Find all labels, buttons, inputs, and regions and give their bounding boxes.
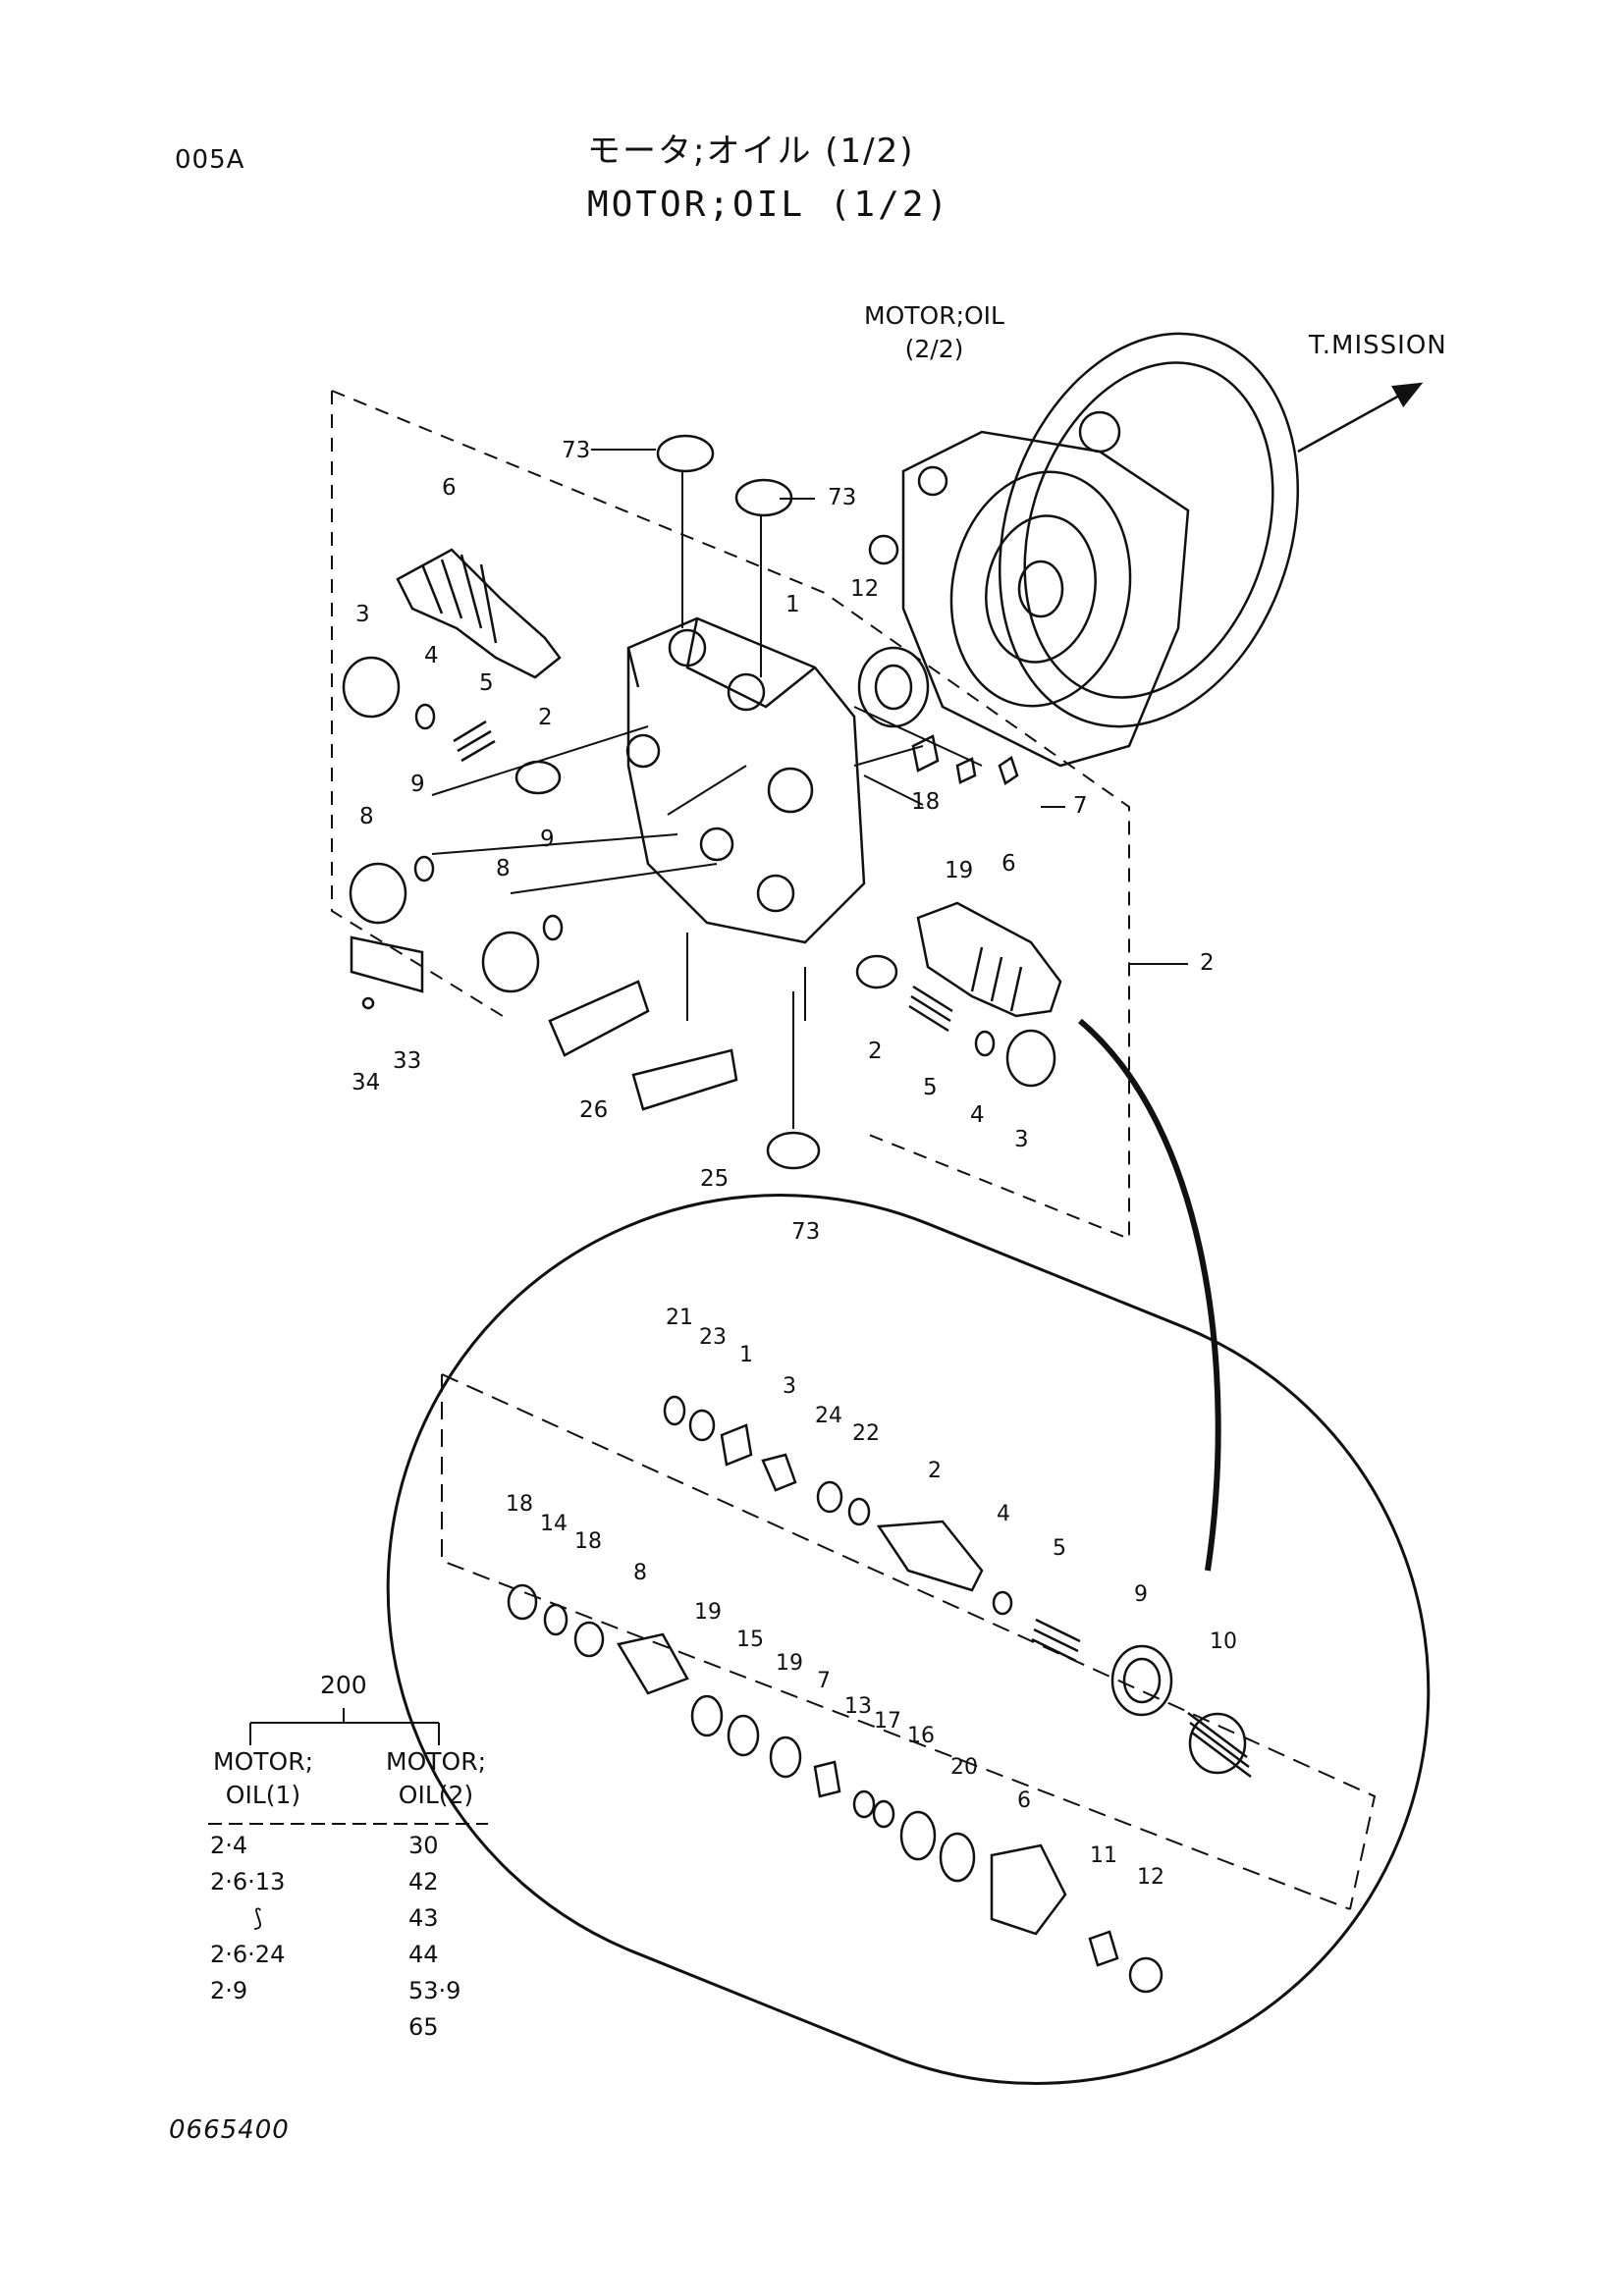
detail-parts — [507, 1395, 1252, 1994]
callout-73-bottom: 73 — [791, 1219, 821, 1245]
callout-19-pin: 19 — [945, 858, 974, 883]
detail-callout-13: 13 — [844, 1694, 872, 1719]
detail-callout-15: 15 — [736, 1628, 764, 1652]
callout-5-bottom: 5 — [923, 1075, 938, 1100]
callout-8-left: 8 — [359, 804, 374, 829]
detail-callout-1: 1 — [739, 1343, 753, 1367]
detail-callout-3: 3 — [783, 1374, 796, 1399]
table-col2-header: MOTOR; OIL(2) — [381, 1745, 491, 1812]
table-col1-header-line1: MOTOR; — [213, 1747, 313, 1776]
detail-callout-22: 22 — [852, 1421, 880, 1446]
drawing-number: 0665400 — [169, 2115, 290, 2145]
detail-callout-24: 24 — [815, 1404, 842, 1428]
relief-valve-bottom — [916, 901, 1062, 1018]
table-cell: 43 — [408, 1904, 439, 1932]
reference-line-1: MOTOR;OIL — [864, 301, 1004, 330]
table-cell: 2·6·24 — [210, 1941, 286, 1968]
motor-housing — [868, 332, 1300, 768]
detail-callout-11: 11 — [1090, 1843, 1117, 1868]
detail-callout-14: 14 — [540, 1512, 568, 1536]
detail-callout-18-left: 18 — [506, 1492, 533, 1517]
detail-callout-10: 10 — [1210, 1629, 1237, 1654]
table-cell: 30 — [408, 1832, 439, 1859]
callout-4-bottom: 4 — [970, 1102, 985, 1128]
detail-callout-21: 21 — [666, 1306, 693, 1330]
detail-view-frame — [386, 1194, 1431, 2085]
table-cell: 65 — [408, 2013, 439, 2041]
table-cell: 2·4 — [210, 1832, 248, 1859]
callout-2-bottom: 2 — [868, 1039, 883, 1064]
detail-callout-7: 7 — [817, 1669, 831, 1693]
page-code: 005A — [175, 145, 245, 175]
table-cell: 53·9 — [408, 1977, 461, 2004]
table-col2-header-line1: MOTOR; — [386, 1747, 486, 1776]
detail-callout-6: 6 — [1017, 1789, 1031, 1813]
reference-line-2: (2/2) — [904, 335, 964, 363]
detail-callout-19-right: 19 — [776, 1651, 803, 1676]
callout-6-bottom: 6 — [1001, 851, 1016, 877]
title-japanese: モータ;オイル (1/2) — [587, 132, 915, 171]
detail-callout-4: 4 — [997, 1502, 1010, 1526]
table-col1-header-line2: OIL(1) — [225, 1781, 301, 1809]
callout-73-top-right: 73 — [828, 485, 857, 510]
detail-callout-23: 23 — [699, 1325, 727, 1350]
detail-callout-5: 5 — [1053, 1536, 1066, 1561]
title-english: MOTOR;OIL (1/2) — [587, 185, 951, 225]
table-col2-header-line2: OIL(2) — [398, 1781, 474, 1809]
table-cell: 44 — [408, 1941, 439, 1968]
callout-12-bearing: 12 — [850, 576, 880, 602]
callout-9-left: 9 — [410, 772, 425, 797]
direction-label: T.MISSION — [1309, 331, 1447, 360]
detail-callout-20: 20 — [950, 1755, 978, 1780]
callout-2-assembly: 2 — [1200, 950, 1215, 976]
detail-callout-9: 9 — [1134, 1582, 1148, 1607]
callout-25-bolt: 25 — [700, 1166, 730, 1192]
valve-block-body — [625, 616, 866, 944]
detail-callout-18-right: 18 — [574, 1529, 602, 1554]
callout-6-top: 6 — [442, 475, 457, 501]
small-parts — [342, 434, 1056, 1170]
table-cell: ⟆ — [253, 1904, 263, 1932]
callout-3-top: 3 — [355, 602, 370, 627]
callout-4-top: 4 — [424, 643, 439, 668]
table-cell: 2·9 — [210, 1977, 248, 2004]
callout-5-top: 5 — [479, 670, 494, 696]
detail-callout-8: 8 — [633, 1561, 647, 1585]
table-cell: 2·6·13 — [210, 1868, 286, 1896]
callout-33-plate: 33 — [393, 1048, 422, 1074]
reference-label: MOTOR;OIL (2/2) — [864, 299, 1004, 366]
callout-34-screw: 34 — [352, 1070, 381, 1095]
callout-7-plug: 7 — [1073, 793, 1088, 819]
detail-callout-17: 17 — [874, 1709, 901, 1734]
detail-callout-16: 16 — [907, 1724, 935, 1748]
callout-18-pin: 18 — [911, 789, 941, 815]
table-group-number: 200 — [320, 1671, 367, 1699]
callout-1-body: 1 — [785, 592, 800, 617]
callout-26-bolt: 26 — [579, 1097, 609, 1123]
callout-8-center: 8 — [496, 856, 511, 881]
callout-73-top: 73 — [562, 438, 591, 463]
detail-callout-2: 2 — [928, 1459, 942, 1483]
callout-3-bottom: 3 — [1014, 1127, 1029, 1152]
direction-arrow — [1297, 382, 1424, 454]
table-cell: 42 — [408, 1868, 439, 1896]
callout-2-top: 2 — [538, 705, 553, 730]
callout-9-center: 9 — [540, 827, 555, 852]
detail-callout-19-left: 19 — [694, 1600, 722, 1625]
detail-callout-12: 12 — [1137, 1865, 1164, 1890]
relief-valve-top — [396, 548, 562, 679]
table-col1-header: MOTOR; OIL(1) — [208, 1745, 318, 1812]
